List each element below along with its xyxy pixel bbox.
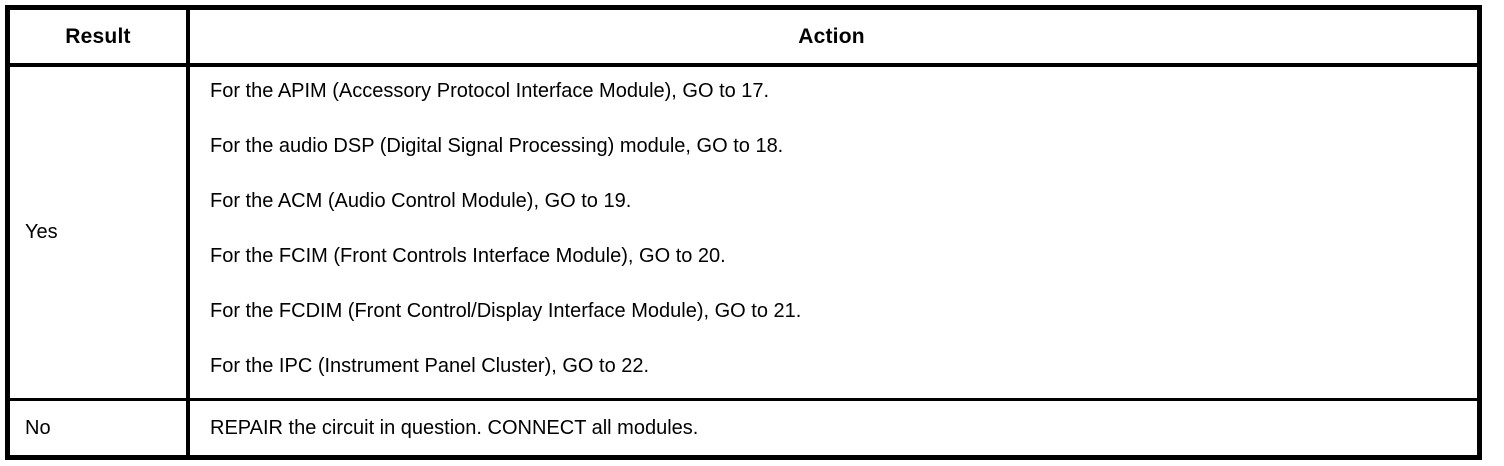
table-row: No REPAIR the circuit in question. CONNE… [10, 401, 1477, 455]
action-line-fcdim: For the FCDIM (Front Control/Display Int… [210, 300, 802, 322]
action-line-ipc: For the IPC (Instrument Panel Cluster), … [210, 355, 650, 377]
result-label: No [25, 416, 51, 439]
action-cell-no: REPAIR the circuit in question. CONNECT … [190, 401, 1477, 455]
result-cell-no: No [10, 401, 186, 455]
column-header-result: Result [65, 25, 131, 48]
action-line-list: For the APIM (Accessory Protocol Interfa… [210, 79, 1469, 378]
table-header-row: Result Action [10, 10, 1477, 67]
diagnostic-result-action-table: Result Action Yes For the APIM (Accessor… [5, 5, 1482, 460]
action-line-fcim: For the FCIM (Front Controls Interface M… [210, 245, 726, 267]
action-line-repair: REPAIR the circuit in question. CONNECT … [210, 417, 699, 439]
action-line-apim: For the APIM (Accessory Protocol Interfa… [210, 80, 770, 102]
column-header-action: Action [798, 25, 865, 48]
column-divider [186, 10, 190, 455]
table-row: Yes For the APIM (Accessory Protocol Int… [10, 67, 1477, 401]
result-label: Yes [25, 221, 58, 243]
result-cell-yes: Yes [10, 67, 186, 398]
action-cell-yes: For the APIM (Accessory Protocol Interfa… [190, 67, 1477, 398]
action-line-audio-dsp: For the audio DSP (Digital Signal Proces… [210, 135, 784, 157]
action-line-acm: For the ACM (Audio Control Module), GO t… [210, 190, 632, 212]
table-body: Yes For the APIM (Accessory Protocol Int… [10, 67, 1477, 455]
